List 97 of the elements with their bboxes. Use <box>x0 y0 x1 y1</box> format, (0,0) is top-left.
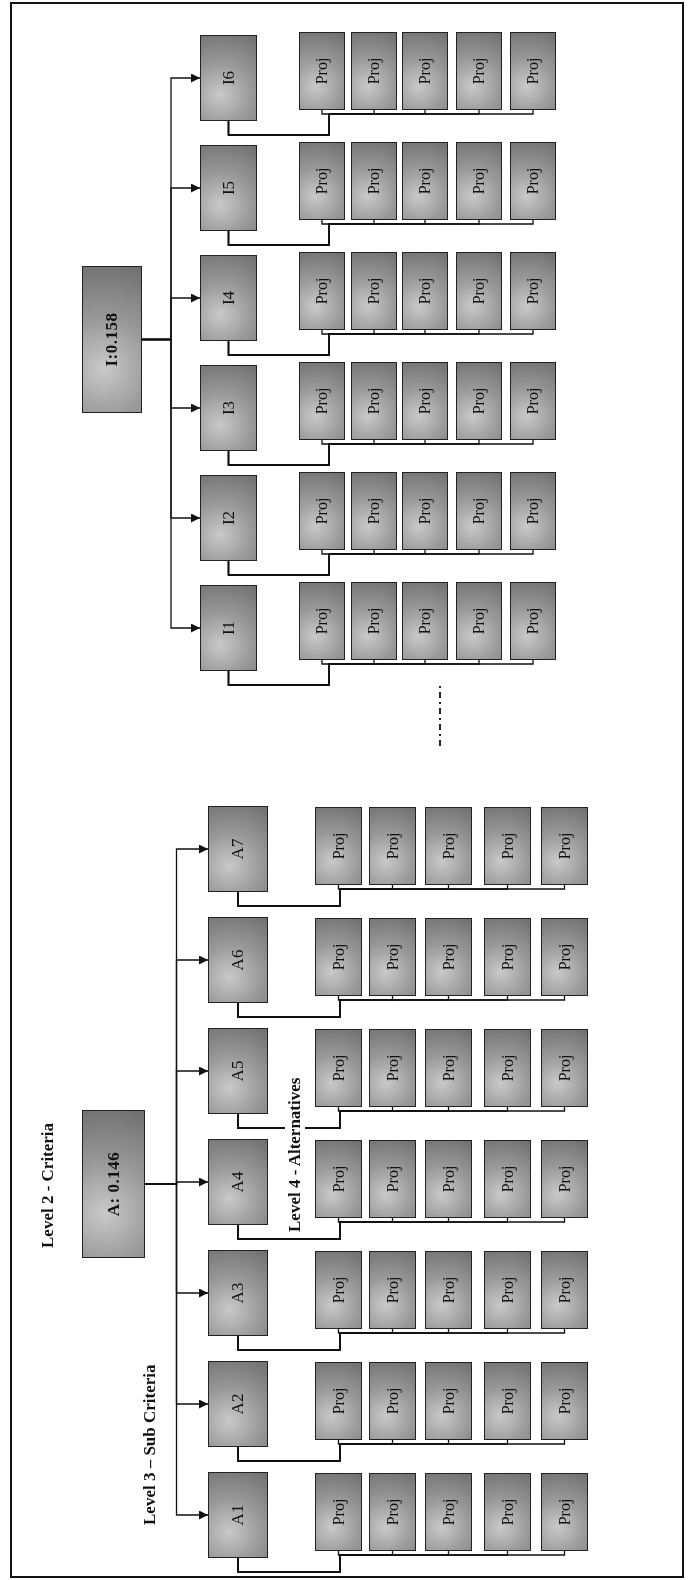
alternative-box: Proj <box>369 807 416 885</box>
subcriterion-box: A1 <box>208 1472 268 1558</box>
alternative-box: Proj <box>484 807 531 885</box>
alternative-box: Proj <box>402 142 448 220</box>
connector-line <box>237 884 566 907</box>
connector-line <box>237 1550 566 1573</box>
alternative-box: Proj <box>425 1140 472 1218</box>
alternative-box: Proj <box>510 252 556 330</box>
alternative-box: Proj <box>402 472 448 550</box>
connector-line <box>237 1106 566 1129</box>
alternative-box: Proj <box>541 1473 588 1551</box>
connector-line <box>227 659 534 686</box>
subcriterion-box: A6 <box>208 917 268 1003</box>
connector-line <box>227 329 534 356</box>
subcriterion-box: A7 <box>208 806 268 892</box>
alternative-box: Proj <box>541 807 588 885</box>
alternative-box: Proj <box>456 582 502 660</box>
alternative-box: Proj <box>299 582 345 660</box>
alternative-box: Proj <box>351 142 397 220</box>
alternative-box: Proj <box>351 582 397 660</box>
alternative-box: Proj <box>299 142 345 220</box>
alternative-box: Proj <box>369 1473 416 1551</box>
alternative-box: Proj <box>299 472 345 550</box>
alternative-box: Proj <box>369 1140 416 1218</box>
subcriterion-box: I5 <box>200 145 257 231</box>
alternative-box: Proj <box>315 1362 362 1440</box>
alternative-box: Proj <box>315 807 362 885</box>
criterion-box: A: 0.146 <box>82 1110 145 1258</box>
level-heading: Level 4 - Alternatives <box>285 1077 305 1232</box>
connector-line <box>227 109 534 136</box>
alternative-box: Proj <box>425 1029 472 1107</box>
alternative-box: Proj <box>369 918 416 996</box>
arrow <box>141 73 201 341</box>
alternative-box: Proj <box>510 582 556 660</box>
connector-line <box>227 439 534 466</box>
alternative-box: Proj <box>541 1251 588 1329</box>
connector-line <box>237 1439 566 1462</box>
connector-line <box>237 995 566 1018</box>
alternative-box: Proj <box>510 362 556 440</box>
alternative-box: Proj <box>369 1251 416 1329</box>
subcriterion-box: A2 <box>208 1361 268 1447</box>
connector-line <box>237 1328 566 1351</box>
alternative-box: Proj <box>425 918 472 996</box>
alternative-box: Proj <box>425 1251 472 1329</box>
alternative-box: Proj <box>541 918 588 996</box>
subcriterion-box: I4 <box>200 255 257 341</box>
subcriterion-box: A4 <box>208 1139 268 1225</box>
alternative-box: Proj <box>299 32 345 110</box>
alternative-box: Proj <box>425 807 472 885</box>
alternative-box: Proj <box>402 362 448 440</box>
subcriterion-box: I2 <box>200 475 257 561</box>
alternative-box: Proj <box>484 1362 531 1440</box>
subcriterion-box: I6 <box>200 35 257 121</box>
connector-line <box>227 549 534 576</box>
alternative-box: Proj <box>351 252 397 330</box>
level-heading: Level 3 – Sub Criteria <box>140 1364 160 1525</box>
connector-line <box>237 1217 566 1240</box>
alternative-box: Proj <box>369 1362 416 1440</box>
alternative-box: Proj <box>351 472 397 550</box>
alternative-box: Proj <box>315 918 362 996</box>
alternative-box: Proj <box>369 1029 416 1107</box>
alternative-box: Proj <box>510 32 556 110</box>
alternative-box: Proj <box>402 582 448 660</box>
alternative-box: Proj <box>541 1362 588 1440</box>
alternative-box: Proj <box>299 252 345 330</box>
alternative-box: Proj <box>425 1473 472 1551</box>
alternative-box: Proj <box>484 1251 531 1329</box>
alternative-box: Proj <box>315 1473 362 1551</box>
alternative-box: Proj <box>510 142 556 220</box>
alternative-box: Proj <box>456 472 502 550</box>
alternative-box: Proj <box>541 1029 588 1107</box>
alternative-box: Proj <box>315 1140 362 1218</box>
alternative-box: Proj <box>315 1251 362 1329</box>
subcriterion-box: I1 <box>200 585 257 671</box>
subcriterion-box: I3 <box>200 365 257 451</box>
connector-line <box>227 219 534 246</box>
criterion-box: I:0.158 <box>82 266 142 413</box>
level-heading: Level 2 - Criteria <box>38 1122 58 1248</box>
subcriterion-box: A5 <box>208 1028 268 1114</box>
alternative-box: Proj <box>351 32 397 110</box>
alternative-box: Proj <box>456 142 502 220</box>
alternative-box: Proj <box>402 252 448 330</box>
subcriterion-box: A3 <box>208 1250 268 1336</box>
alternative-box: Proj <box>315 1029 362 1107</box>
alternative-box: Proj <box>456 32 502 110</box>
alternative-box: Proj <box>484 1029 531 1107</box>
alternative-box: Proj <box>484 918 531 996</box>
alternative-box: Proj <box>456 362 502 440</box>
alternative-box: Proj <box>484 1473 531 1551</box>
alternative-box: Proj <box>456 252 502 330</box>
alternative-box: Proj <box>541 1140 588 1218</box>
alternative-box: Proj <box>299 362 345 440</box>
alternative-box: Proj <box>402 32 448 110</box>
alternative-box: Proj <box>484 1140 531 1218</box>
alternative-box: Proj <box>351 362 397 440</box>
alternative-box: Proj <box>510 472 556 550</box>
alternative-box: Proj <box>425 1362 472 1440</box>
